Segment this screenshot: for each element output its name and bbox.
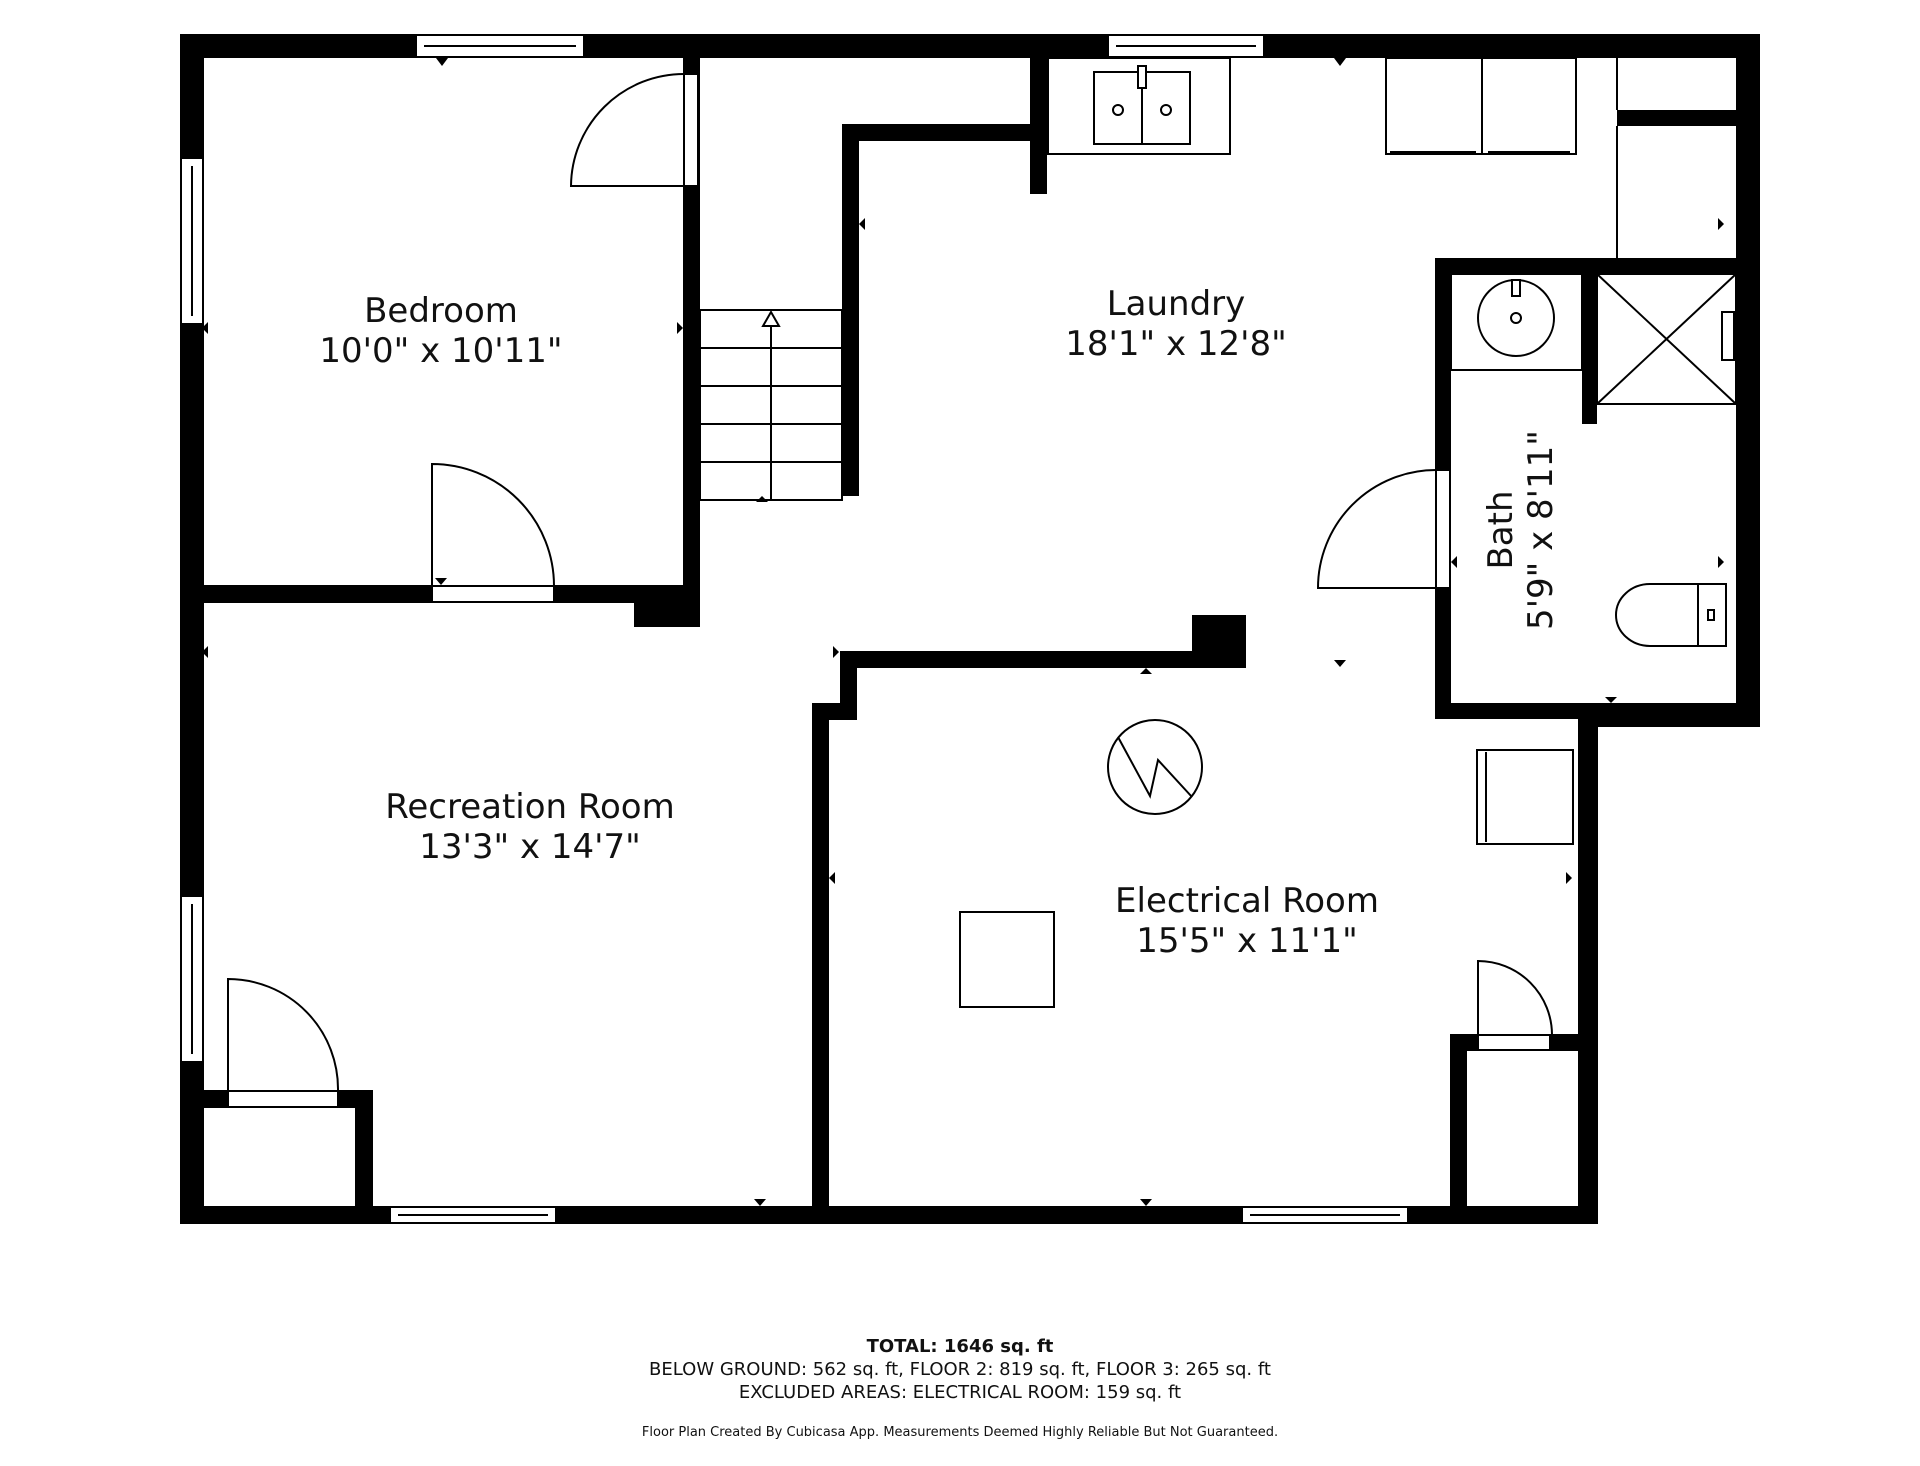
- wall-closet-right: [1030, 34, 1047, 194]
- laundry-dims: 18'1" x 12'8": [1065, 324, 1287, 364]
- electrical-name: Electrical Room: [1115, 881, 1379, 921]
- door-rec-closet: [227, 1090, 339, 1108]
- dryer: [1481, 57, 1577, 155]
- windows: [180, 34, 1409, 1224]
- fixtures: [959, 57, 1737, 1008]
- wall-electrical-top: [840, 651, 1246, 668]
- electrical-panel: [959, 911, 1055, 1008]
- door-elec-closet: [1477, 1034, 1551, 1051]
- credit-note: Floor Plan Created By Cubicasa App. Meas…: [641, 1425, 1279, 1440]
- door-bedroom-top: [683, 73, 699, 187]
- water-heater: [1107, 719, 1203, 815]
- wall-bath-bottom: [1435, 703, 1760, 719]
- wall-right-upper: [1736, 34, 1760, 727]
- recreation-dims: 13'3" x 14'7": [419, 827, 641, 867]
- wall-rec-closet-right: [355, 1090, 373, 1224]
- bath-dims: 5'9" x 8'11": [1521, 430, 1561, 630]
- bedroom-name: Bedroom: [364, 291, 518, 331]
- total-area: TOTAL: 1646 sq. ft: [0, 1336, 1920, 1357]
- bedroom-dims: 10'0" x 10'11": [319, 331, 562, 371]
- wall-stair-right: [842, 124, 859, 496]
- recreation-name: Recreation Room: [385, 787, 674, 827]
- wall-elec-closet-left: [1450, 1034, 1467, 1224]
- shower: [1596, 273, 1737, 405]
- total-value: 1646 sq. ft: [943, 1336, 1054, 1357]
- electrical-shelf: [1476, 749, 1574, 845]
- wall-shower-left: [1582, 258, 1597, 424]
- bath-sink: [1450, 273, 1583, 371]
- stairs: [699, 309, 843, 501]
- bath-name: Bath: [1481, 490, 1521, 569]
- electrical-dims: 15'5" x 11'1": [1136, 921, 1358, 961]
- markers: [202, 58, 1724, 1206]
- wall-bath-top: [1435, 258, 1760, 274]
- washer: [1385, 57, 1483, 155]
- doors: [227, 73, 1553, 1108]
- room-labels: Bedroom 10'0" x 10'11" Laundry 18'1" x 1…: [319, 284, 1561, 961]
- wall-closet-tr-bottom: [1617, 110, 1760, 126]
- wall-stair-top: [842, 124, 1036, 141]
- area-breakdown: BELOW GROUND: 562 sq. ft, FLOOR 2: 819 s…: [649, 1359, 1271, 1380]
- wall-electrical-step: [840, 651, 857, 720]
- toilet-bowl: [1615, 583, 1699, 647]
- laundry-name: Laundry: [1107, 284, 1246, 324]
- toilet-tank: [1697, 583, 1727, 647]
- total-label: TOTAL:: [866, 1336, 938, 1357]
- wall-right-lower: [1578, 711, 1598, 1224]
- door-bedroom-bottom: [431, 585, 555, 603]
- wall-electrical-pillar: [1192, 615, 1246, 668]
- door-bath: [1435, 469, 1451, 589]
- wall-electrical-left: [812, 703, 829, 1224]
- excluded-areas: EXCLUDED AREAS: ELECTRICAL ROOM: 159 sq.…: [738, 1382, 1182, 1403]
- utility-sink: [1047, 57, 1231, 155]
